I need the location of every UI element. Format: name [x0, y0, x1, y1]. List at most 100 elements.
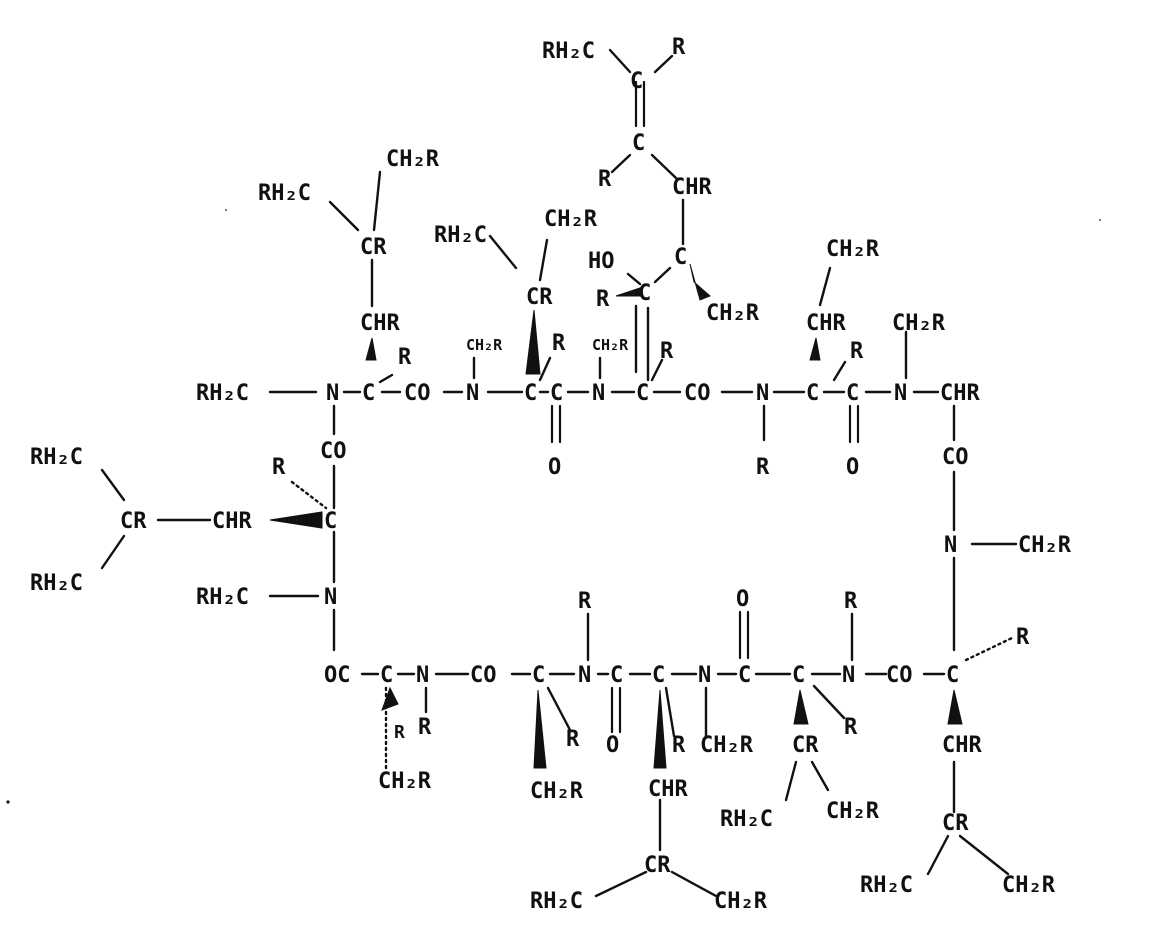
- atom-label: C: [792, 663, 805, 688]
- scan-speck: [6, 800, 9, 803]
- atom-label: CO: [320, 439, 347, 464]
- atom-label: CO: [470, 663, 497, 688]
- atom-label: CHR: [806, 311, 846, 336]
- atom-label: C: [632, 131, 645, 156]
- atom-label: R: [418, 715, 432, 740]
- atom-label: CH₂R: [544, 207, 598, 232]
- atom-label: CH₂R: [530, 779, 584, 804]
- atom-label: CH₂R: [466, 336, 503, 354]
- atom-label: RH₂C: [542, 39, 595, 64]
- atom-label: CO: [886, 663, 913, 688]
- atom-labels: RH₂C R C C R CHR C HO R C CH₂R CH₂R RH₂C…: [30, 35, 1072, 914]
- atom-label: CR: [644, 853, 671, 878]
- atom-label: N: [578, 663, 591, 688]
- atom-label: O: [606, 733, 619, 758]
- scan-speck: [1099, 219, 1101, 221]
- atom-label: R: [672, 35, 686, 60]
- atom-label: CHR: [212, 509, 252, 534]
- atom-label: RH₂C: [434, 223, 487, 248]
- atom-label: R: [1016, 625, 1030, 650]
- atom-label: CH₂R: [386, 147, 440, 172]
- atom-label: R: [552, 331, 566, 356]
- atom-label: C: [946, 663, 959, 688]
- atom-label: CHR: [940, 381, 980, 406]
- atom-label: R: [598, 167, 612, 192]
- atom-label: R: [850, 339, 864, 364]
- atom-label: CHR: [672, 175, 712, 200]
- atom-label: RH₂C: [860, 873, 913, 898]
- atom-label: HO: [588, 249, 615, 274]
- atom-label: C: [846, 381, 859, 406]
- atom-label: C: [636, 381, 649, 406]
- atom-label: CH₂R: [1018, 533, 1072, 558]
- atom-label: C: [324, 509, 337, 534]
- atom-label: C: [380, 663, 393, 688]
- atom-label: CH₂R: [892, 311, 946, 336]
- atom-label: OC: [324, 663, 351, 688]
- atom-label: N: [324, 585, 337, 610]
- atom-label: RH₂C: [530, 889, 583, 914]
- atom-label: O: [846, 455, 859, 480]
- atom-label: CR: [120, 509, 147, 534]
- atom-label: C: [524, 381, 537, 406]
- atom-label: R: [398, 345, 412, 370]
- atom-label: N: [592, 381, 605, 406]
- atom-label: C: [362, 381, 375, 406]
- atom-label: CO: [404, 381, 431, 406]
- atom-label: C: [806, 381, 819, 406]
- atom-label: RH₂C: [30, 571, 83, 596]
- atom-label: CH₂R: [378, 769, 432, 794]
- scan-speck: [225, 209, 227, 211]
- atom-label: N: [466, 381, 479, 406]
- atom-label: CH₂R: [1002, 873, 1056, 898]
- atom-label: CO: [942, 445, 969, 470]
- atom-label: RH₂C: [720, 807, 773, 832]
- atom-label: CR: [526, 285, 553, 310]
- atom-label: N: [756, 381, 769, 406]
- atom-label: RH₂C: [258, 181, 311, 206]
- atom-label: R: [672, 733, 686, 758]
- atom-label: C: [630, 69, 643, 94]
- atom-label: N: [944, 533, 957, 558]
- atom-label: CH₂R: [700, 733, 754, 758]
- atom-label: CR: [942, 811, 969, 836]
- atom-label: CHR: [648, 777, 688, 802]
- atom-label: C: [674, 245, 687, 270]
- atom-label: R: [756, 455, 770, 480]
- atom-label: C: [638, 281, 651, 306]
- atom-label: CR: [792, 733, 819, 758]
- atom-label: RH₂C: [196, 381, 249, 406]
- atom-label: N: [698, 663, 711, 688]
- atom-label: R: [578, 589, 592, 614]
- atom-label: CR: [360, 235, 387, 260]
- atom-label: R: [394, 722, 405, 743]
- atom-label: CHR: [360, 311, 400, 336]
- atom-label: R: [844, 589, 858, 614]
- atom-label: R: [566, 727, 580, 752]
- atom-label: N: [416, 663, 429, 688]
- atom-label: R: [272, 455, 286, 480]
- atom-label: N: [326, 381, 339, 406]
- atom-label: C: [738, 663, 751, 688]
- atom-label: C: [532, 663, 545, 688]
- atom-label: CH₂R: [826, 237, 880, 262]
- atom-label: R: [660, 339, 674, 364]
- atom-label: CH₂R: [826, 799, 880, 824]
- atom-label: CH₂R: [714, 889, 768, 914]
- atom-label: C: [652, 663, 665, 688]
- atom-label: N: [894, 381, 907, 406]
- atom-label: N: [842, 663, 855, 688]
- atom-label: CHR: [942, 733, 982, 758]
- atom-label: CH₂R: [706, 301, 760, 326]
- atom-label: R: [844, 715, 858, 740]
- atom-label: RH₂C: [30, 445, 83, 470]
- atom-label: RH₂C: [196, 585, 249, 610]
- atom-label: C: [610, 663, 623, 688]
- atom-label: CH₂R: [592, 336, 629, 354]
- atom-label: R: [596, 287, 610, 312]
- atom-label: O: [736, 587, 749, 612]
- atom-label: O: [548, 455, 561, 480]
- atom-label: C: [550, 381, 563, 406]
